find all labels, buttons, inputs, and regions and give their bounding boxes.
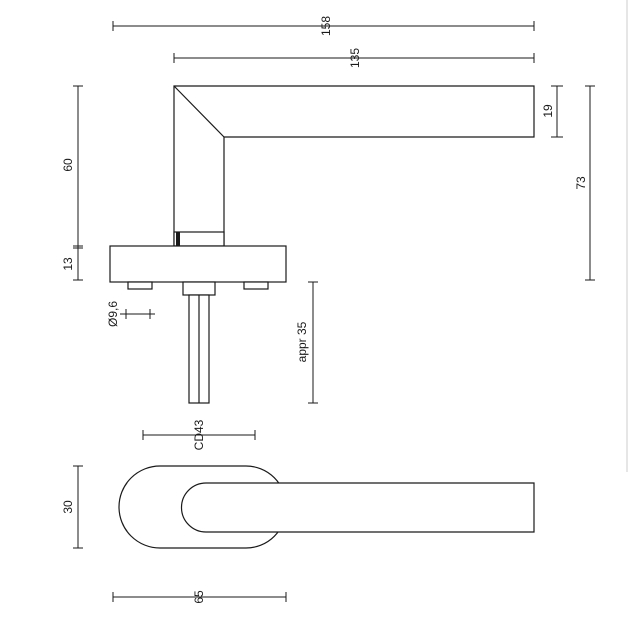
- dim-spindle-diameter: Ø9,6: [106, 301, 155, 327]
- dim-total-height-label: 73: [574, 176, 588, 190]
- rose-plate-side: [109, 245, 287, 404]
- dim-fixing-distance-label: CD43: [192, 419, 206, 450]
- dim-spindle-length-label: appr 35: [295, 321, 309, 362]
- lever-neck: [173, 231, 225, 247]
- dim-lever-thickness: 19: [541, 85, 563, 138]
- dim-overall-length: 158: [112, 16, 535, 36]
- spindle-collar: [182, 281, 216, 296]
- dim-lever-height: 60: [61, 85, 83, 247]
- lever-outline: [173, 85, 535, 247]
- rose-screw-right: [243, 281, 269, 290]
- lever-side-view: [173, 85, 535, 247]
- dim-rose-width-label: 30: [61, 500, 75, 514]
- lever-top-outline: [180, 482, 535, 533]
- dim-lever-thickness-label: 19: [541, 104, 555, 118]
- dim-rose-thickness: 13: [61, 244, 83, 281]
- dim-fixing-distance: CD43: [142, 419, 256, 450]
- dim-spindle-diameter-label: Ø9,6: [106, 301, 120, 327]
- dim-rose-width: 30: [61, 465, 83, 549]
- lever-top-view: [118, 465, 535, 549]
- dim-overall-length-label: 158: [319, 16, 333, 36]
- page-edge-strip: [626, 0, 628, 472]
- rose-screw-left: [127, 281, 153, 290]
- dim-rose-length-label: 65: [192, 590, 206, 604]
- dim-lever-length: 135: [173, 48, 535, 68]
- lever-miter-line: [173, 85, 225, 138]
- dim-rose-thickness-label: 13: [61, 257, 75, 271]
- dim-rose-length: 65: [112, 590, 287, 604]
- dim-lever-height-label: 60: [61, 158, 75, 172]
- dim-lever-length-label: 135: [348, 48, 362, 68]
- dim-total-height: 73: [574, 85, 595, 281]
- dim-spindle-length: appr 35: [295, 281, 318, 404]
- rose-plate: [109, 245, 287, 283]
- lever-neck-shadow: [176, 232, 180, 246]
